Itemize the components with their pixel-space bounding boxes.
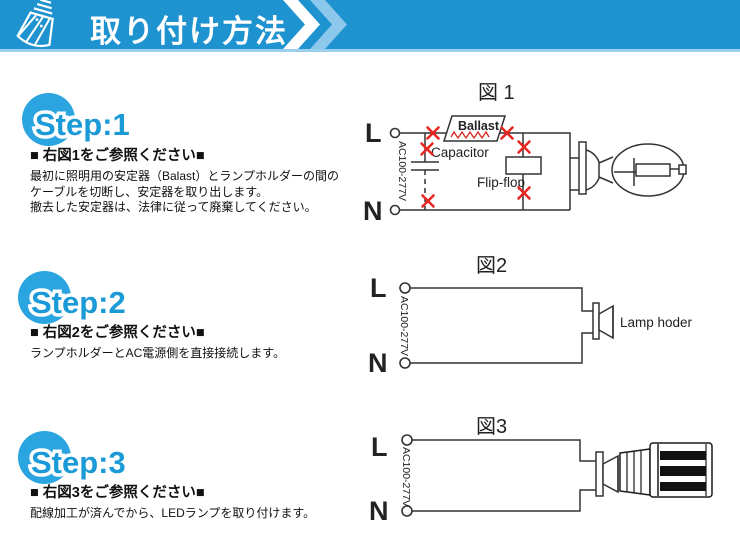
step-1-text: ■ 右図1をご参照ください■ 最初に照明用の安定器（Balast）とランプホルダ… (30, 144, 360, 216)
step-label-text: Step:1 (35, 107, 130, 142)
ballast-label: Ballast (458, 119, 500, 133)
terminal-circle (401, 434, 413, 446)
terminal-n-label: N (363, 196, 383, 226)
figure-3-diagram: 図3 L N AC100-277V (369, 416, 713, 526)
step-2-badge: Step:2 Step:2 (18, 271, 238, 333)
terminal-l-label: L (370, 273, 387, 303)
header-banner: 取り付け方法 (0, 0, 740, 52)
flipflop-label: Flip-flop (477, 175, 525, 190)
step-label: Step:2 Step:2 (28, 282, 130, 324)
step-line: ランプホルダーとAC電源側を直接接続します。 (30, 346, 286, 360)
wires (410, 287, 593, 364)
terminal-circle (389, 127, 401, 139)
step-circle (18, 271, 71, 324)
figure-1-diagram: 図 1 L N AC100-277V Ballast Capacitor Fli… (363, 82, 687, 226)
step-circle (22, 93, 75, 146)
led-corn-lamp (619, 442, 713, 498)
step-line: 最初に照明用の安定器（Balast）とランプホルダーの間の (30, 169, 339, 183)
terminal-circle (399, 357, 411, 369)
ballast-symbol: Ballast (442, 115, 507, 142)
step-3-badge: Step:3 Step:3 (18, 431, 238, 493)
step-3-text: ■ 右図3をご参照ください■ 配線加工が済んでから、LEDランプを取り付けます。 (30, 481, 360, 522)
terminal-circle (399, 282, 411, 294)
lamp-holder (592, 302, 614, 340)
voltage-label: AC100-277V (396, 141, 408, 201)
step-line: ケーブルを切断し、安定器を取り出します。 (30, 184, 269, 199)
step-1-badge: Step:1 Step:1 (22, 93, 242, 155)
voltage-label: AC100-277V (400, 447, 412, 507)
cut-x-icons (420, 126, 531, 208)
wires (412, 439, 596, 512)
step-label-outline: Step:1 (32, 104, 134, 146)
lamp-holder-label: Lamp hoder (620, 315, 693, 330)
figure-label: 図2 (476, 255, 507, 277)
step-label-outline: Step:3 (28, 442, 130, 484)
step-label: Step:1 Step:1 (32, 104, 134, 146)
terminal-circle (389, 204, 401, 216)
header-graphics (16, 0, 347, 49)
figure-label: 図3 (476, 416, 507, 438)
step-label-text: Step:3 (31, 445, 126, 480)
figure-label: 図 1 (478, 82, 515, 104)
page-title: 取り付け方法 (90, 14, 288, 49)
step-line: 配線加工が済んでから、LEDランプを取り付けます。 (30, 506, 316, 520)
step-label: Step:3 Step:3 (28, 442, 130, 484)
terminal-circle (401, 505, 413, 517)
step-heading: ■ 右図2をご参照ください■ (30, 325, 205, 341)
step-label-outline: Step:2 (28, 282, 130, 324)
terminal-l-label: L (371, 432, 388, 462)
hid-lamp (578, 141, 687, 197)
terminal-n-label: N (369, 496, 389, 526)
step-heading: ■ 右図3をご参照ください■ (30, 485, 205, 501)
step-line: 撤去した安定器は、法律に従って廃棄してください。 (30, 200, 317, 214)
chevron-right-icons (283, 0, 347, 49)
terminal-n-label: N (368, 348, 388, 376)
flipflop-symbol: Flip-flop (477, 156, 542, 190)
step-label-text: Step:2 (31, 285, 126, 320)
step-circle (18, 431, 71, 484)
led-lamp-icon (16, 0, 54, 48)
voltage-label: AC100-277V (398, 296, 410, 356)
step-heading: ■ 右図1をご参照ください■ (30, 148, 205, 164)
capacitor-label: Capacitor (431, 145, 489, 160)
lamp-holder (595, 451, 619, 497)
figure-2-diagram: 図2 L N AC100-277V Lamp hoder (368, 255, 693, 376)
step-2-text: ■ 右図2をご参照ください■ ランプホルダーとAC電源側を直接接続します。 (30, 321, 360, 362)
capacitor-symbol: Capacitor (411, 145, 489, 171)
terminal-l-label: L (365, 118, 382, 148)
